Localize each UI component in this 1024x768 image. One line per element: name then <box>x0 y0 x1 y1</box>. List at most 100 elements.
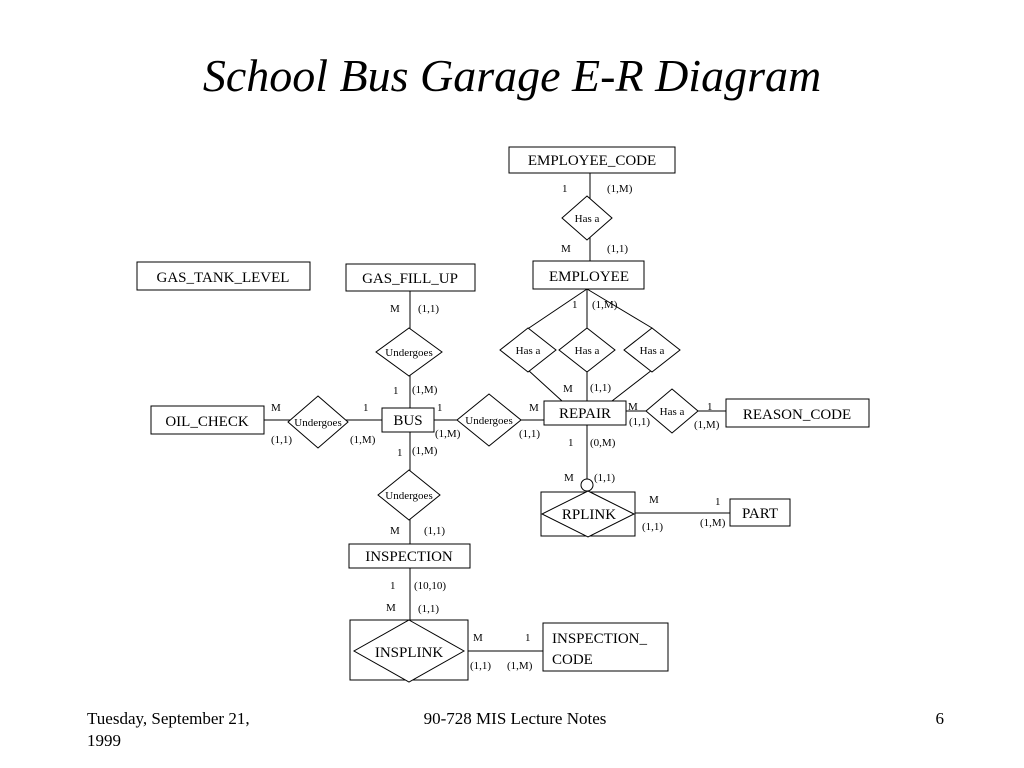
relationship-has-a-right: Has a <box>623 327 681 373</box>
cardinality-label: M <box>271 402 281 414</box>
relationship-label: Has a <box>660 406 685 418</box>
relationship-label: Undergoes <box>385 347 432 359</box>
entity-label: OIL_CHECK <box>165 414 248 430</box>
cardinality-label: M <box>563 383 573 395</box>
slide-title: School Bus Garage E-R Diagram <box>202 50 822 101</box>
cardinality-label: (1,M) <box>412 384 438 396</box>
relationship-label: Has a <box>575 345 600 357</box>
cardinality-label: M <box>473 632 483 644</box>
cardinality-label: 1 <box>715 496 721 508</box>
entity-label: GAS_TANK_LEVEL <box>157 270 290 286</box>
entity-label: BUS <box>393 413 422 429</box>
footer-course-name: 90-728 MIS Lecture Notes <box>423 709 607 728</box>
cardinality-label: (1,1) <box>590 382 611 394</box>
cardinality-label: 1 <box>572 299 578 311</box>
footer-page-number: 6 <box>935 709 945 728</box>
entity-label: REPAIR <box>559 406 611 422</box>
relationship-undergoes-repair: Undergoes <box>456 393 522 447</box>
entity-label: PART <box>742 506 778 522</box>
entity-repair: REPAIR <box>543 400 627 426</box>
cardinality-label: 1 <box>390 580 396 592</box>
cardinality-label: M <box>386 602 396 614</box>
relationship-undergoes-gas: Undergoes <box>375 327 443 377</box>
entity-oil-check: OIL_CHECK <box>150 405 265 435</box>
cardinality-label: (10,10) <box>414 580 446 592</box>
cardinality-label: (1,M) <box>412 445 438 457</box>
cardinalities-repair-reason: M 1 (1,1) (1,M) <box>628 401 720 431</box>
cardinalities-gasfill-bus: M (1,1) 1 (1,M) <box>390 303 439 397</box>
relationship-has-a-employee-code: Has a <box>561 195 613 241</box>
entity-label: GAS_FILL_UP <box>362 271 458 287</box>
cardinality-label: 1 <box>397 447 403 459</box>
cardinality-label: 1 <box>393 385 399 397</box>
entity-bus: BUS <box>381 407 435 433</box>
entity-part: PART <box>729 498 791 527</box>
cardinality-label: (1,1) <box>418 303 439 315</box>
cardinalities-bus-repair: 1 M (1,M) (1,1) <box>435 402 540 440</box>
cardinality-label: (1,M) <box>592 299 618 311</box>
cardinality-label: (1,1) <box>470 660 491 672</box>
cardinality-label: (1,1) <box>271 434 292 446</box>
cardinality-label: M <box>628 401 638 413</box>
relationship-undergoes-inspection: Undergoes <box>377 469 441 521</box>
footer-date: Tuesday, September 21, 1999 <box>87 709 250 750</box>
cardinalities-bus-inspection: 1 (1,M) M (1,1) <box>390 445 445 537</box>
cardinality-label: (1,1) <box>424 525 445 537</box>
relationship-has-a-reason: Has a <box>645 388 699 434</box>
cardinality-label: (1,M) <box>350 434 376 446</box>
relationship-label: Has a <box>640 345 665 357</box>
entity-reason-code: REASON_CODE <box>725 398 870 428</box>
cardinalities-empcode-employee: 1 (1,M) M (1,1) <box>561 183 633 255</box>
optional-circle <box>580 478 594 492</box>
cardinality-label: M <box>561 243 571 255</box>
entity-label: INSPECTION <box>365 549 453 565</box>
cardinality-label: 1 <box>562 183 568 195</box>
associative-entity-rplink: RPLINK <box>540 490 636 538</box>
entity-gas-fill-up: GAS_FILL_UP <box>345 263 476 292</box>
cardinality-label: M <box>390 303 400 315</box>
cardinality-label: (1,M) <box>700 517 726 529</box>
entity-inspection: INSPECTION <box>348 543 471 569</box>
entity-label-line2: CODE <box>552 652 593 668</box>
cardinality-label: M <box>564 472 574 484</box>
cardinality-label: (1,M) <box>435 428 461 440</box>
relationship-has-a-center: Has a <box>558 327 616 373</box>
cardinalities-rplink-part: M 1 (1,1) (1,M) <box>642 494 726 533</box>
cardinality-label: 1 <box>437 402 443 414</box>
relationship-has-a-left: Has a <box>499 327 557 373</box>
cardinality-label: (1,M) <box>694 419 720 431</box>
cardinality-label: (1,M) <box>507 660 533 672</box>
relationship-label: Has a <box>516 345 541 357</box>
cardinalities-employee-repair: 1 (1,M) M (1,1) <box>563 299 618 395</box>
cardinality-label: (1,1) <box>607 243 628 255</box>
cardinalities-repair-rplink: 1 (0,M) M (1,1) <box>564 437 616 484</box>
cardinalities-insplink-code: M 1 (1,1) (1,M) <box>470 632 533 672</box>
relationship-undergoes-oil: Undergoes <box>287 395 349 449</box>
entity-employee-code: EMPLOYEE_CODE <box>508 146 676 174</box>
relationship-label: Undergoes <box>294 417 341 429</box>
cardinality-label: (0,M) <box>590 437 616 449</box>
entity-inspection-code: INSPECTION_ CODE <box>542 622 669 672</box>
entity-gas-tank-level: GAS_TANK_LEVEL <box>136 261 311 291</box>
cardinality-label: 1 <box>568 437 574 449</box>
cardinality-label: (1,1) <box>519 428 540 440</box>
entity-employee: EMPLOYEE <box>532 260 645 290</box>
cardinality-label: M <box>390 525 400 537</box>
relationship-label: Undergoes <box>465 415 512 427</box>
cardinality-label: 1 <box>363 402 369 414</box>
relationship-label: Has a <box>575 213 600 225</box>
cardinality-label: (1,1) <box>642 521 663 533</box>
cardinality-label: (1,1) <box>629 416 650 428</box>
entity-label-line1: INSPECTION_ <box>552 631 648 647</box>
cardinality-label: 1 <box>707 401 713 413</box>
associative-entity-insplink: INSPLINK <box>349 619 469 683</box>
cardinalities-inspection-insplink: 1 (10,10) M (1,1) <box>386 580 446 615</box>
associative-entity-label: INSPLINK <box>375 645 444 661</box>
cardinality-label: (1,1) <box>418 603 439 615</box>
entity-label: EMPLOYEE <box>549 269 629 285</box>
cardinality-label: M <box>649 494 659 506</box>
entity-label: EMPLOYEE_CODE <box>528 153 656 169</box>
cardinality-label: (1,1) <box>594 472 615 484</box>
cardinalities-oil-bus: M 1 (1,1) (1,M) <box>271 402 376 446</box>
